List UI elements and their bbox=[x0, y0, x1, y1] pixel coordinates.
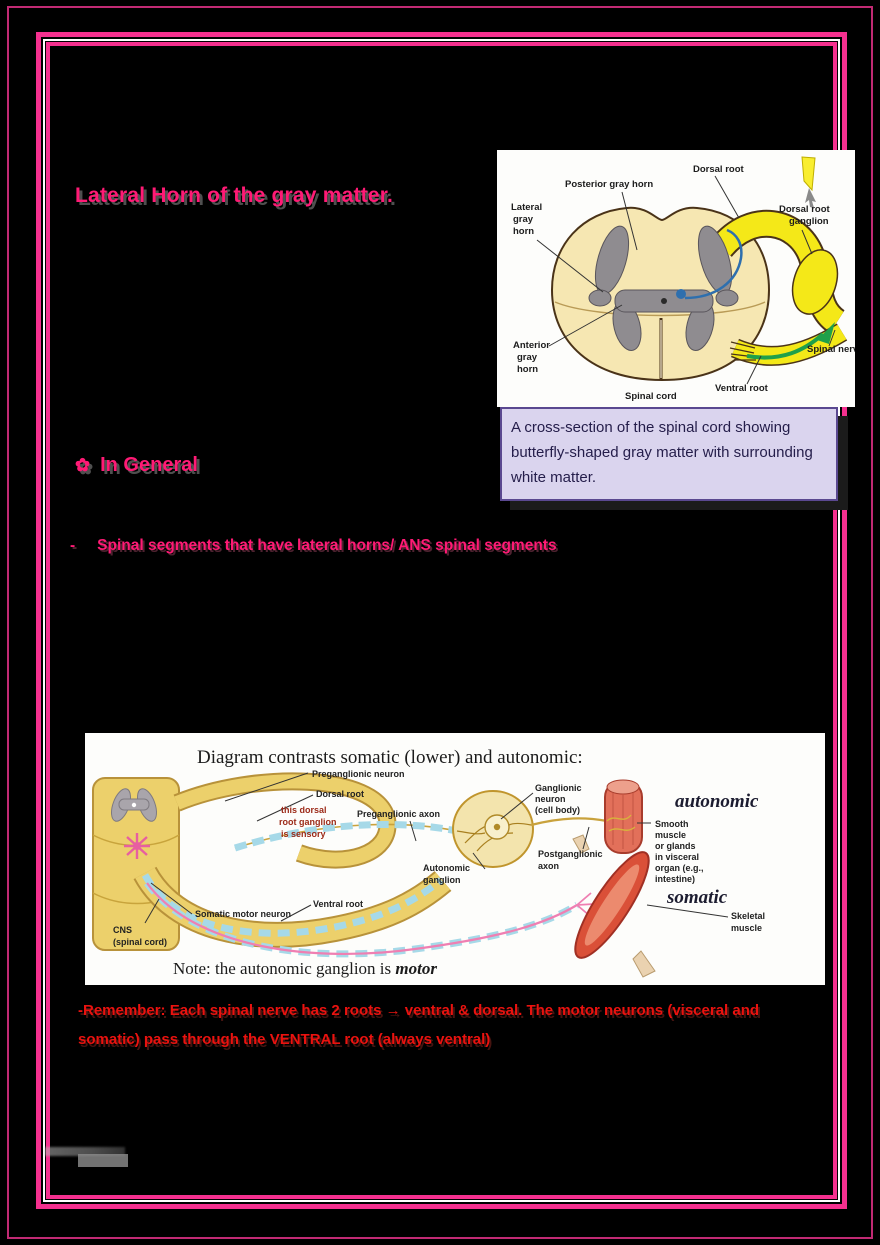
mouse-cursor-icon bbox=[805, 188, 816, 208]
figure-note: Note: the autonomic ganglion is motor bbox=[173, 959, 437, 978]
scan-watermark-streak bbox=[45, 1147, 125, 1156]
motor-arrow-path bbox=[746, 332, 825, 360]
ventral-root-label2: Ventral root bbox=[313, 899, 363, 909]
dorsal-root-ganglion-label: Dorsal root ganglion bbox=[779, 204, 832, 227]
skeletal-muscle-shape bbox=[572, 834, 656, 978]
spinal-cord-cross-section-figure: Posterior gray horn Dorsal root Dorsal r… bbox=[497, 150, 855, 407]
dash-bullet: - bbox=[70, 537, 76, 554]
somatic-autonomic-contrast-figure: Diagram contrasts somatic (lower) and au… bbox=[85, 733, 825, 985]
cns-spinal-cord bbox=[92, 777, 180, 951]
somatic-motor-neuron-label: Somatic motor neuron bbox=[195, 909, 291, 919]
cns-label: CNS (spinal cord) bbox=[113, 925, 167, 947]
autonomic-ganglion-shape bbox=[452, 790, 534, 868]
dorsal-root-label2: Dorsal root bbox=[316, 789, 364, 799]
figure-caption-text: A cross-section of the spinal cord showi… bbox=[511, 419, 813, 486]
smooth-muscle-label: Smooth muscle or glands in visceral orga… bbox=[655, 819, 706, 884]
section-heading-label: In General bbox=[100, 454, 198, 476]
gray-matter-butterfly bbox=[588, 225, 739, 351]
smooth-muscle-shape bbox=[604, 779, 643, 854]
anterior-gray-horn-label: Anterior gray horn bbox=[513, 340, 553, 375]
contrast-drawing: Diagram contrasts somatic (lower) and au… bbox=[92, 747, 768, 978]
figure-caption-box: A cross-section of the spinal cord showi… bbox=[500, 407, 838, 502]
somatic-axon-path bbox=[146, 882, 578, 956]
preganglionic-neuron-label: Preganglionic neuron bbox=[312, 769, 405, 779]
ganglionic-neuron-label: Ganglionic neuron (cell body) bbox=[535, 783, 584, 815]
remember-note-line2: somatic) pass through the VENTRAL root (… bbox=[78, 1030, 491, 1048]
yellow-wedge bbox=[801, 156, 816, 192]
inner-pink-border bbox=[46, 42, 837, 1199]
contrast-title: Diagram contrasts somatic (lower) and au… bbox=[197, 747, 583, 768]
autonomic-ganglion-label: Autonomic ganglion bbox=[423, 863, 473, 885]
section-heading: ✿ In General bbox=[75, 454, 198, 477]
flower-bullet-icon: ✿ bbox=[75, 455, 91, 475]
scan-watermark-box bbox=[78, 1154, 128, 1167]
skeletal-muscle-label: Skeletal muscle bbox=[731, 911, 768, 933]
remember-note-line1: -Remember: Each spinal nerve has 2 roots… bbox=[78, 1002, 760, 1019]
autonomic-label: autonomic bbox=[675, 791, 759, 812]
blue-neuron-dot bbox=[676, 289, 686, 299]
outer-pink-border bbox=[7, 6, 873, 1239]
white-gap-border bbox=[43, 39, 840, 1202]
preganglionic-axon-label: Preganglionic axon bbox=[357, 809, 440, 819]
spinal-cord-label: Spinal cord bbox=[625, 391, 677, 402]
bullet-item: - Spinal segments that have lateral horns… bbox=[70, 537, 710, 555]
dorsal-root-label: Dorsal root bbox=[693, 164, 745, 175]
cross-section-drawing: Posterior gray horn Dorsal root Dorsal r… bbox=[511, 156, 855, 402]
posterior-gray-horn-label: Posterior gray horn bbox=[565, 179, 653, 190]
spinal-nerve-label: Spinal nerve bbox=[807, 344, 855, 355]
main-pink-border bbox=[36, 32, 847, 1209]
somatic-label: somatic bbox=[666, 887, 728, 908]
ventral-root-label: Ventral root bbox=[715, 383, 769, 394]
page-title: Lateral Horn of the gray matter. bbox=[75, 184, 393, 207]
postganglionic-axon-path bbox=[530, 817, 608, 827]
motor-arrowhead bbox=[817, 322, 835, 344]
bullet-item-text: Spinal segments that have lateral horns/… bbox=[97, 537, 557, 554]
sensory-path bbox=[684, 228, 743, 300]
sensory-note-label: this dorsal root ganglion is sensory bbox=[279, 805, 339, 839]
remember-note: -Remember: Each spinal nerve has 2 roots… bbox=[78, 997, 818, 1054]
somatic-motor-neuron-cellbody bbox=[124, 833, 150, 859]
lateral-gray-horn-label: Lateral gray horn bbox=[511, 202, 545, 237]
postganglionic-axon-label: Postganglionic axon bbox=[538, 849, 605, 871]
